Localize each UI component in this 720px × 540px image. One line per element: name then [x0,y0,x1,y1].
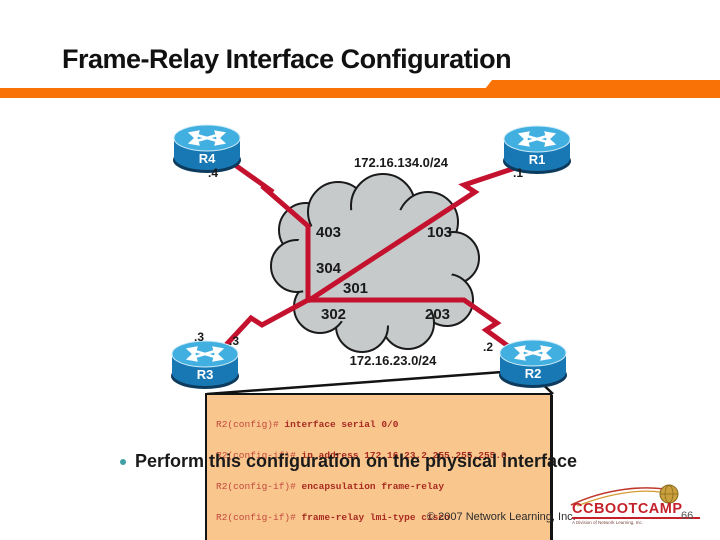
addr-r3: .3 [194,330,204,344]
accent-bar [0,88,720,98]
logo-wordmark: CCBOOTCAMP [572,501,683,517]
dlci-304: 304 [316,260,342,277]
router-r2-label: R2 [525,366,542,381]
network-bottom-label: 172.16.23.0/24 [350,353,438,368]
router-r4-icon: R4 [173,125,241,173]
dlci-403: 403 [316,224,341,241]
router-r2-icon: R2 [499,340,567,388]
addr-r2: .2 [483,340,493,354]
network-top-label: 172.16.134.0/24 [354,155,449,170]
config-line: R2(config-if)# ip address 172.16.23.2 25… [216,450,550,462]
router-r1-label: R1 [529,152,546,167]
config-line: R2(config-if)# frame-relay lmi-type cisc… [216,513,550,523]
page-number: 66 [681,510,694,522]
bullet-text: Perform this configuration on the physic… [135,451,578,471]
addr-r4: .4 [208,166,218,180]
cli-prompt: R2(config-if)# [216,512,302,524]
accent-bar-raised [478,80,720,98]
cli-command: encapsulation frame-relay [301,481,445,493]
logo-swoosh-globe-icon [570,484,679,507]
slide-title: Frame-Relay Interface Configuration [62,44,512,74]
router-r3-icon: R3 [171,341,239,389]
ccbootcamp-logo: CCBOOTCAMP A Division of Network Learnin… [565,483,707,529]
link-cloud-to-r1 [306,163,522,304]
link-cloud-to-r2 [308,297,517,354]
frame-relay-cloud-icon [270,173,480,353]
logo-underline [572,517,700,519]
bullet-icon [120,459,126,465]
link-cloud-to-r3 [223,297,310,348]
router-r3-label: R3 [197,367,214,382]
config-line: R2(config)# interface serial 0/0 [216,418,550,430]
cli-command: frame-relay lmi-type cisco [301,512,450,524]
cli-prompt: R2(config-if)# [216,481,302,493]
callout-line-left [206,369,517,396]
dlci-203: 203 [425,306,450,323]
addr-r3-alt: .3 [229,334,239,348]
cli-command: interface serial 0/0 [284,418,399,430]
link-r4-to-cloud [226,157,311,301]
router-r4-label: R4 [199,151,216,166]
router-r1-icon: R1 [503,126,571,174]
logo-tagline: A Division of Network Learning, Inc. [572,520,644,525]
cli-prompt: R2(config-if)# [216,450,302,462]
addr-r1: .1 [513,166,523,180]
config-terminal-box: R2(config)# interface serial 0/0 R2(conf… [205,393,552,540]
cli-command: ip address 172.16.23.2 255.255.255.0 [301,450,507,462]
dlci-302: 302 [321,306,346,323]
dlci-103: 103 [427,224,452,241]
dlci-301: 301 [343,280,368,297]
copyright-text: © 2007 Network Learning, Inc. [427,511,576,523]
cli-prompt: R2(config)# [216,418,285,430]
config-line: R2(config-if)# encapsulation frame-relay [216,482,550,492]
